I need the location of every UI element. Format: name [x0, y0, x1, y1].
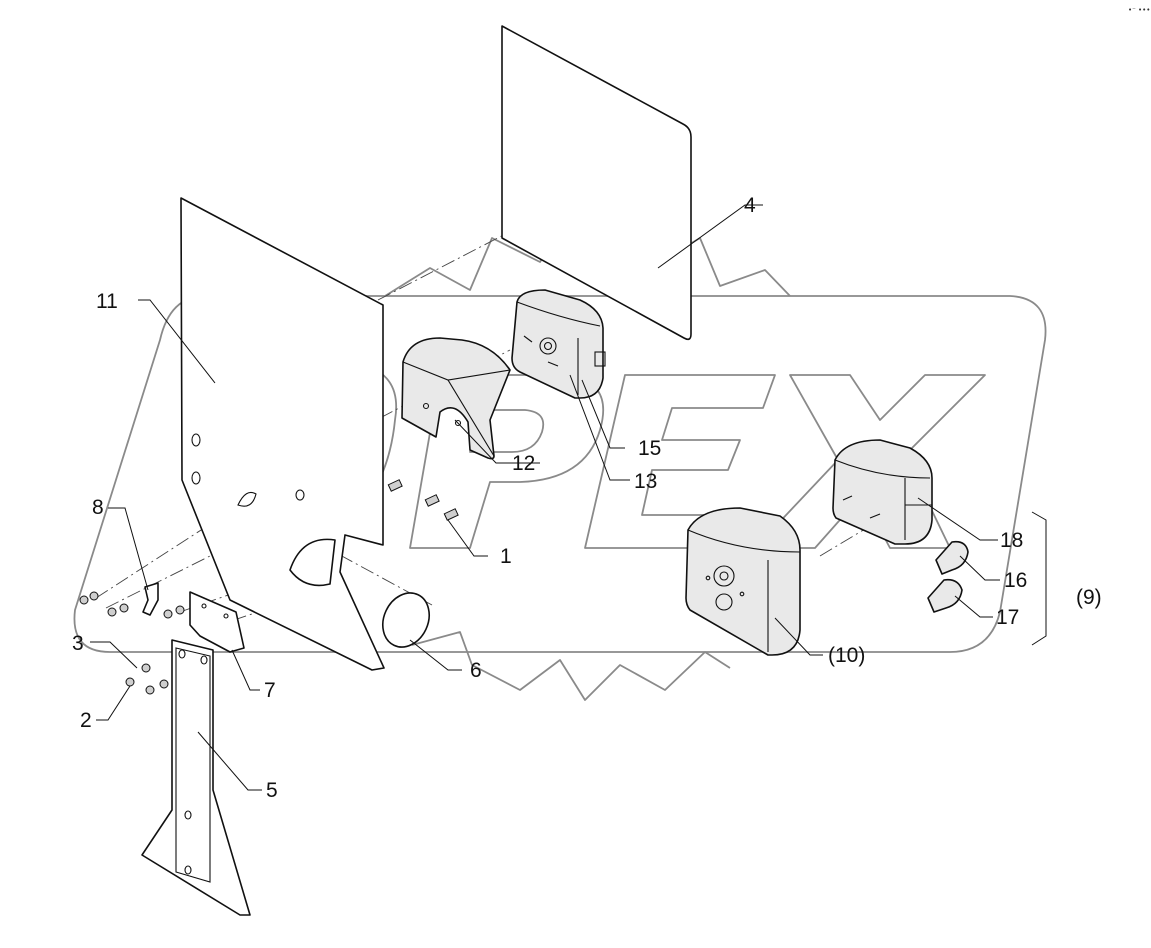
screws-part-1 [387, 479, 459, 521]
callout-4: 4 [744, 194, 756, 217]
callout-17: 17 [996, 606, 1019, 629]
reflector-part-6 [289, 538, 430, 648]
lamp-body-part-18 [832, 439, 933, 545]
lamp-housing-part-10 [685, 507, 801, 656]
callout-3: 3 [72, 632, 84, 655]
callout-1: 1 [500, 545, 512, 568]
nuts-washers-parts-2-3 [79, 591, 185, 695]
bulb-part-16 [935, 540, 969, 575]
callout-10: (10) [828, 644, 865, 667]
callout-13: 13 [634, 470, 657, 493]
clip-part-8 [142, 582, 159, 616]
callout-8: 8 [92, 496, 104, 519]
cover-part-12 [401, 337, 511, 460]
callout-labels: 11 4 12 15 13 1 8 3 2 7 5 6 (10) 18 16 1… [72, 194, 1102, 802]
callout-11: 11 [96, 290, 118, 313]
back-plate-part-11 [180, 197, 385, 671]
callout-16: 16 [1004, 569, 1027, 592]
bracket-part-7 [189, 591, 245, 653]
mounting-bracket-part-5 [141, 639, 251, 916]
callout-12: 12 [512, 452, 535, 475]
watermark-gear-bottom [411, 631, 731, 701]
lamp-upper-part-13-15 [511, 289, 606, 399]
corner-mark: •⁻ ••• [1128, 6, 1150, 14]
callout-7: 7 [264, 679, 276, 702]
watermark-frame [73, 295, 1047, 653]
callout-9: (9) [1076, 586, 1102, 609]
leader-lines [90, 204, 1047, 791]
callout-5: 5 [266, 779, 278, 802]
callout-15: 15 [638, 437, 661, 460]
panel-part-4 [501, 25, 692, 341]
bulb-part-17 [927, 578, 963, 613]
callout-2: 2 [80, 709, 92, 732]
callout-18: 18 [1000, 529, 1023, 552]
callout-6: 6 [470, 659, 482, 682]
